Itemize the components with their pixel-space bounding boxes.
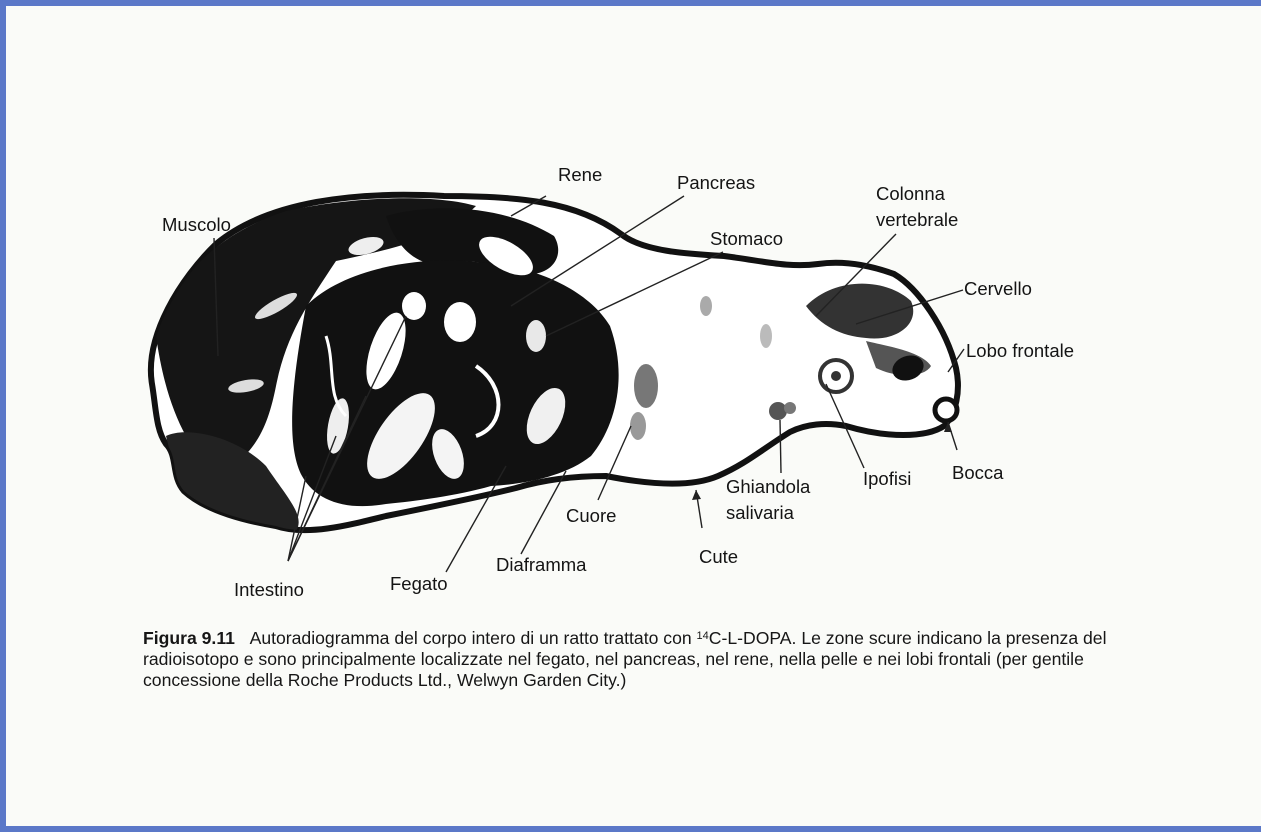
label-ipofisi: Ipofisi	[863, 468, 911, 490]
label-stomaco: Stomaco	[710, 228, 783, 250]
label-rene: Rene	[558, 164, 602, 186]
figure-caption: Figura 9.11 Autoradiogramma del corpo in…	[143, 628, 1143, 691]
label-vertebrale: vertebrale	[876, 209, 958, 231]
label-bocca: Bocca	[952, 462, 1003, 484]
rat-autoradiogram	[6, 6, 1261, 832]
rat-body	[151, 195, 958, 531]
label-muscolo: Muscolo	[162, 214, 231, 236]
caption-number: Figura 9.11	[143, 628, 235, 648]
label-colonna: Colonna	[876, 183, 945, 205]
label-salivaria: salivaria	[726, 502, 794, 524]
label-pancreas: Pancreas	[677, 172, 755, 194]
label-cervello: Cervello	[964, 278, 1032, 300]
label-lobo-frontale: Lobo frontale	[966, 340, 1074, 362]
label-cuore: Cuore	[566, 505, 616, 527]
label-fegato: Fegato	[390, 573, 448, 595]
label-diaframma: Diaframma	[496, 554, 586, 576]
label-cute: Cute	[699, 546, 738, 568]
label-intestino: Intestino	[234, 579, 304, 601]
label-ghiandola: Ghiandola	[726, 476, 810, 498]
caption-isotope-mass: 14	[697, 630, 709, 642]
mouth-ring	[935, 399, 957, 421]
caption-text-before: Autoradiogramma del corpo intero di un r…	[250, 628, 697, 648]
